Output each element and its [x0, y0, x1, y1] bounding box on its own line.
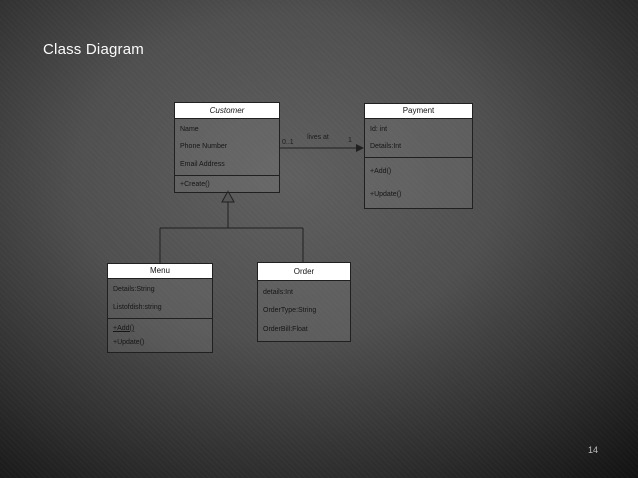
- customer-methods: +Create(): [175, 175, 279, 192]
- method-row: +Add(): [370, 168, 392, 175]
- attribute-row: Details:Int: [370, 143, 402, 150]
- payment-methods: +Add() +Update(): [365, 157, 472, 208]
- association-source-multiplicity: 0..1: [282, 139, 294, 146]
- attribute-row: Name: [180, 126, 199, 134]
- attribute-row: Listofdish:string: [113, 303, 162, 311]
- slide-title: Class Diagram: [43, 41, 144, 58]
- association-label: lives at: [307, 134, 329, 141]
- association-arrowhead: [356, 144, 364, 152]
- class-box-order: Order details:Int OrderType:String Order…: [257, 262, 351, 342]
- class-name-customer: Customer: [175, 103, 279, 119]
- attribute-row: details:Int: [263, 288, 293, 296]
- attribute-row: Email Address: [180, 160, 225, 168]
- attribute-row: Phone Number: [180, 143, 228, 151]
- attribute-row: Details:String: [113, 286, 155, 294]
- attribute-row: OrderType:String: [263, 307, 317, 315]
- class-name-order: Order: [258, 263, 350, 281]
- class-box-menu: Menu Details:String Listofdish:string +A…: [107, 263, 213, 353]
- menu-attributes: Details:String Listofdish:string: [108, 279, 212, 318]
- page-number: 14: [588, 445, 599, 455]
- association-target-multiplicity: 1: [348, 137, 352, 144]
- order-attributes: details:Int OrderType:String OrderBill:F…: [258, 281, 350, 341]
- class-name-menu: Menu: [108, 264, 212, 279]
- attribute-row: OrderBill:Float: [263, 326, 308, 334]
- attribute-row: Id: int: [370, 126, 388, 133]
- menu-methods: +Add() +Update(): [108, 318, 212, 352]
- class-box-payment: Payment Id: int Details:Int +Add() +Upda…: [364, 103, 473, 209]
- customer-attributes: Name Phone Number Email Address: [175, 119, 279, 175]
- method-row: +Update(): [113, 339, 145, 347]
- method-row: +Add(): [113, 324, 135, 332]
- method-row: +Update(): [370, 191, 402, 198]
- method-row: +Create(): [180, 180, 210, 188]
- class-box-customer: Customer Name Phone Number Email Address…: [174, 102, 280, 193]
- payment-attributes: Id: int Details:Int: [365, 119, 472, 157]
- class-name-payment: Payment: [365, 104, 472, 119]
